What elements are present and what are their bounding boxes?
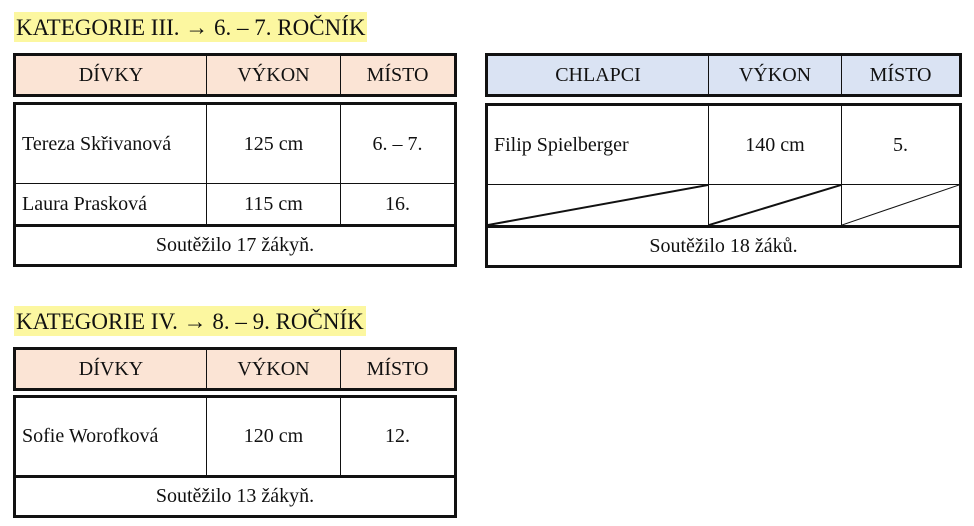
col-header: DÍVKY [14, 54, 207, 96]
athlete-name: Filip Spielberger [486, 104, 709, 185]
result: 120 cm [206, 396, 341, 477]
empty-cell [841, 184, 961, 227]
category-4-title: KATEGORIE IV. → 8. – 9. ROČNÍK [14, 306, 366, 336]
participants-count: Soutěžilo 18 žáků. [486, 225, 961, 267]
participants-count: Soutěžilo 17 žákyň. [14, 224, 456, 266]
place: 12. [340, 396, 456, 477]
col-header: VÝKON [206, 54, 341, 96]
col-header: VÝKON [206, 348, 341, 390]
participants-count: Soutěžilo 13 žákyň. [14, 475, 456, 517]
col-header: DÍVKY [14, 348, 207, 390]
result: 140 cm [708, 104, 842, 185]
col-header: MÍSTO [340, 54, 456, 96]
category-3-title: KATEGORIE III. → 6. – 7. ROČNÍK [14, 12, 368, 42]
result: 125 cm [206, 103, 341, 184]
athlete-name: Laura Prasková [14, 183, 207, 226]
result: 115 cm [206, 183, 341, 226]
col-header: CHLAPCI [486, 54, 709, 96]
place: 16. [340, 183, 456, 226]
col-header: MÍSTO [340, 348, 456, 390]
empty-cell [486, 184, 709, 227]
col-header: VÝKON [708, 54, 842, 96]
empty-cell [708, 184, 842, 227]
athlete-name: Sofie Worofková [14, 396, 207, 477]
place: 5. [841, 104, 961, 185]
athlete-name: Tereza Skřivanová [14, 103, 207, 184]
empty-row [486, 184, 961, 227]
col-header: MÍSTO [841, 54, 961, 96]
place: 6. – 7. [340, 103, 456, 184]
